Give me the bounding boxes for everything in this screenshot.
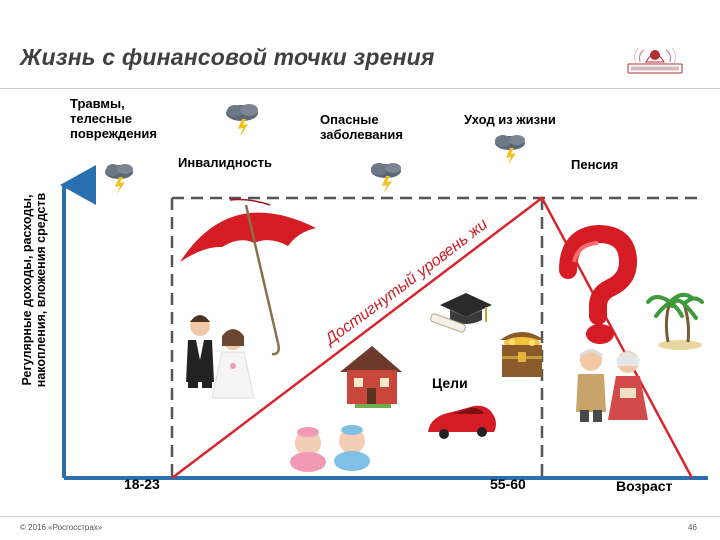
risk-label-death: Уход из жизни <box>464 112 556 127</box>
living-standard-caption: Достигнутый уровень жизни <box>0 0 491 349</box>
umbrella-icon <box>180 198 316 356</box>
page-number: 46 <box>688 523 697 532</box>
graduation-cap-icon <box>430 293 492 333</box>
age-tick-end: 55-60 <box>490 476 526 492</box>
storm-cloud-icon <box>495 135 525 165</box>
risk-label-injuries: Травмы, телесные повреждения <box>70 96 157 141</box>
risk-label-disability: Инвалидность <box>178 155 272 170</box>
footer-divider <box>0 516 720 517</box>
company-logo <box>620 40 690 78</box>
treasure-chest-icon <box>500 332 544 377</box>
title-divider <box>0 88 720 89</box>
car-icon <box>428 405 496 439</box>
wedding-couple-icon <box>186 315 255 399</box>
living-standard-line <box>171 196 694 479</box>
babies-icon <box>290 425 370 472</box>
elderly-couple-icon <box>576 349 648 422</box>
storm-cloud-icon <box>105 164 133 194</box>
question-mark-icon <box>559 224 638 344</box>
page-title: Жизнь с финансовой точки зрения <box>20 44 435 70</box>
storm-cloud-icon <box>226 104 258 137</box>
goals-label: Цели <box>432 375 468 391</box>
palm-tree-icon <box>646 292 704 350</box>
house-icon <box>340 346 402 408</box>
risk-label-pension: Пенсия <box>571 157 619 172</box>
age-tick-start: 18-23 <box>124 476 160 492</box>
x-axis-label: Возраст <box>616 478 673 494</box>
storm-cloud-icon <box>371 163 401 193</box>
risk-label-diseases: Опасные заболевания <box>320 112 403 142</box>
copyright-text: © 2016 «Росгосстрах» <box>20 523 103 532</box>
